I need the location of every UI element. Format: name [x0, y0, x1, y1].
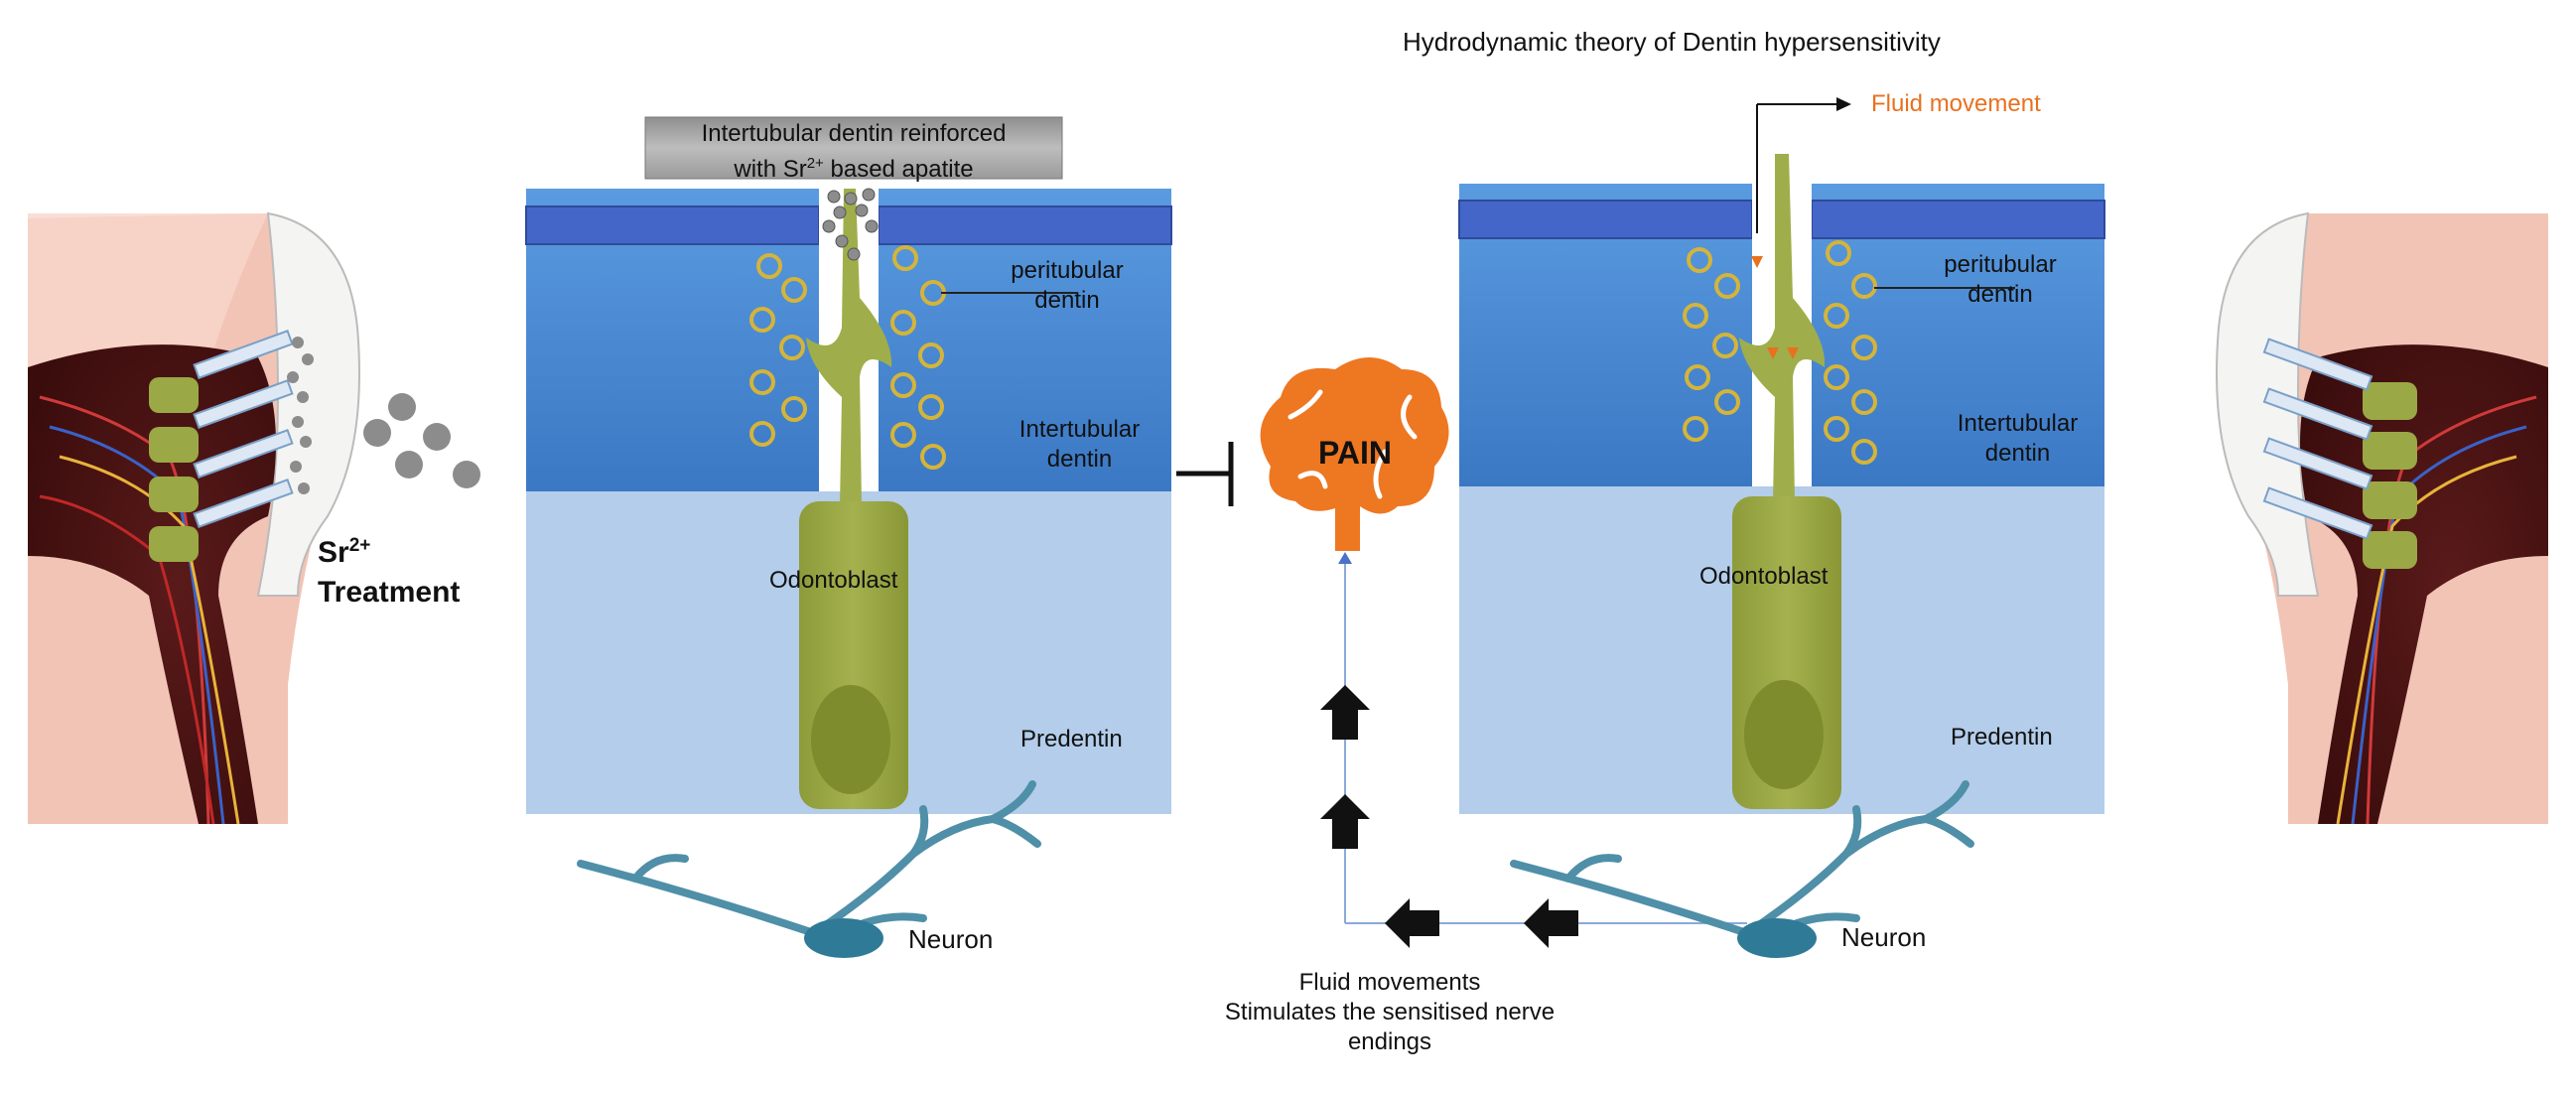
reinforced-banner-line2-post: based apatite — [823, 156, 974, 183]
right-neuron — [1510, 780, 1974, 937]
right-intertubular-line2: dentin — [1984, 440, 2051, 467]
right-tubule-rings — [1683, 240, 1877, 465]
left-intertubular-label: Intertubular dentin — [993, 415, 1166, 475]
right-predentin-label: Predentin — [1951, 724, 2053, 751]
left-dentin-panel — [525, 188, 1172, 814]
right-enamel-strip-b — [1811, 200, 2105, 239]
left-neuron — [577, 780, 1041, 937]
right-peritubular-line1: peritubular — [1944, 251, 2057, 278]
fluid-caption: Fluid movements Stimulates the sensitise… — [1221, 968, 1559, 1057]
fluid-movement-arrows — [1751, 256, 1799, 359]
left-odontoblast-cells — [149, 330, 294, 562]
left-peritubular-line1: peritubular — [1011, 257, 1124, 284]
treatment-word: Treatment — [318, 576, 461, 609]
right-odontoblast-process — [1739, 154, 1826, 501]
reinforced-banner-line2-pre: with Sr — [734, 156, 807, 183]
left-peritubular-label: peritubular dentin — [993, 256, 1142, 316]
left-neuron-label: Neuron — [908, 924, 994, 954]
left-white-crown — [256, 211, 360, 597]
right-intertubular-line1: Intertubular — [1957, 410, 2079, 437]
right-enamel-strip-a — [1458, 200, 1753, 239]
black-arrows — [1320, 685, 1578, 948]
right-peritubular-line2: dentin — [1967, 281, 2033, 308]
left-intertubular-line1: Intertubular — [1018, 416, 1141, 443]
left-tooth-illustration — [28, 211, 480, 825]
left-enamel-strip-b — [878, 205, 1172, 245]
right-odontoblast-label: Odontoblast — [1699, 563, 1829, 590]
treatment-label: Sr2+ Treatment — [318, 526, 460, 613]
reinforced-banner-line2: with Sr2+ based apatite — [645, 149, 1062, 185]
left-intertubular-line2: dentin — [1046, 446, 1113, 473]
brain-icon — [1260, 357, 1449, 551]
fluid-caption-line3: endings — [1347, 1028, 1432, 1055]
left-odontoblast-nucleus — [811, 685, 890, 794]
treatment-ion: Sr2+ — [318, 526, 460, 573]
reinforced-banner: Intertubular dentin reinforced with Sr2+… — [645, 119, 1062, 185]
left-odontoblast-label: Odontoblast — [769, 567, 898, 594]
right-tooth-illustration — [2216, 211, 2548, 825]
treatment-ion-sup: 2+ — [348, 535, 371, 556]
inhibition-symbol — [1176, 442, 1234, 506]
brain-arrow-head — [1338, 552, 1352, 564]
left-enamel-strip-a — [525, 205, 820, 245]
right-odontoblast-nucleus — [1744, 680, 1824, 789]
right-intertubular-label: Intertubular dentin — [1931, 409, 2104, 469]
left-predentin-label: Predentin — [1020, 726, 1123, 752]
left-sr-apatite-plug — [822, 188, 879, 261]
fluid-movement-indicator — [1756, 103, 1836, 233]
reinforced-banner-line2-sup: 2+ — [806, 155, 824, 172]
left-tubule-rings — [749, 245, 946, 470]
treatment-ion-text: Sr — [318, 536, 349, 569]
diagram-title: Hydrodynamic theory of Dentin hypersensi… — [1403, 27, 1941, 57]
reinforced-banner-box — [644, 116, 1063, 180]
right-odontoblast-cells — [2262, 338, 2417, 569]
right-neuron-label: Neuron — [1841, 922, 1927, 952]
left-peritubular-line2: dentin — [1034, 287, 1100, 314]
fluid-caption-line2: Stimulates the sensitised nerve — [1224, 999, 1556, 1025]
left-sr-particles — [287, 337, 480, 494]
left-neuron-soma — [804, 918, 883, 958]
right-dentin-panel — [1458, 154, 2105, 814]
fluid-movement-label: Fluid movement — [1871, 90, 2041, 117]
left-odontoblast-process — [806, 189, 892, 506]
pain-label: PAIN — [1317, 435, 1393, 471]
fluid-caption-line1: Fluid movements — [1298, 969, 1481, 996]
right-peritubular-label: peritubular dentin — [1926, 250, 2075, 310]
reinforced-banner-line1: Intertubular dentin reinforced — [701, 120, 1007, 147]
right-neuron-soma — [1737, 918, 1817, 958]
fluid-movement-arrowhead — [1836, 97, 1851, 111]
